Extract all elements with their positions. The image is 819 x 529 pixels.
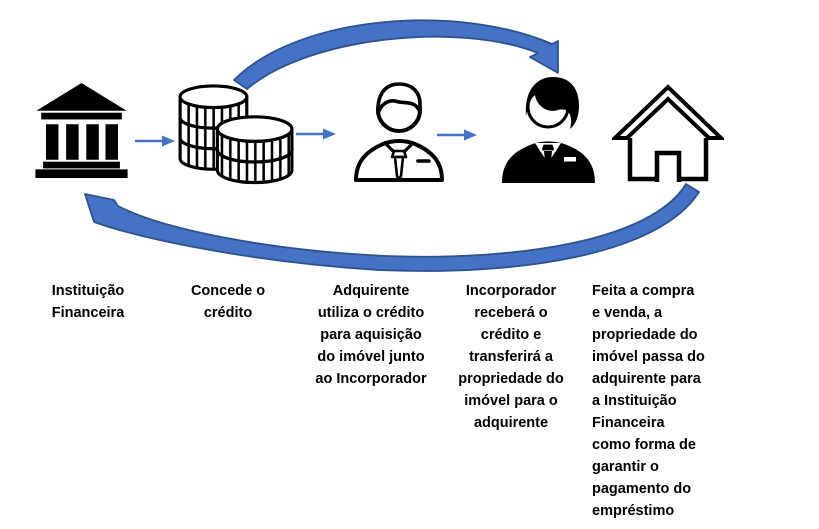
buyer-businessman-icon [354, 82, 444, 182]
bank-building-icon [35, 82, 128, 178]
incorporador-businessman-icon [502, 77, 595, 183]
step-label-concede-credito: Concede o crédito [190, 283, 266, 321]
coin-stack-icon [178, 84, 294, 185]
arrow-buyer-to-incorporador [437, 129, 477, 141]
arrow-credit-to-buyer [296, 128, 336, 140]
step-label-incorporador: Incorporador receberá o crédito e transf… [458, 283, 564, 431]
step-label-instituicao-financeira: Instituição Financeira [51, 283, 125, 321]
step-label-adquirente: Adquirente utiliza o crédito para aquisi… [315, 283, 427, 387]
step-label-imovel: Feita a compra e venda, a propriedade do… [592, 283, 705, 519]
arrow-bottom-curved [84, 183, 700, 272]
arrow-bank-to-credit [135, 135, 175, 147]
house-icon [612, 84, 724, 182]
arrow-top-curved [233, 19, 559, 90]
